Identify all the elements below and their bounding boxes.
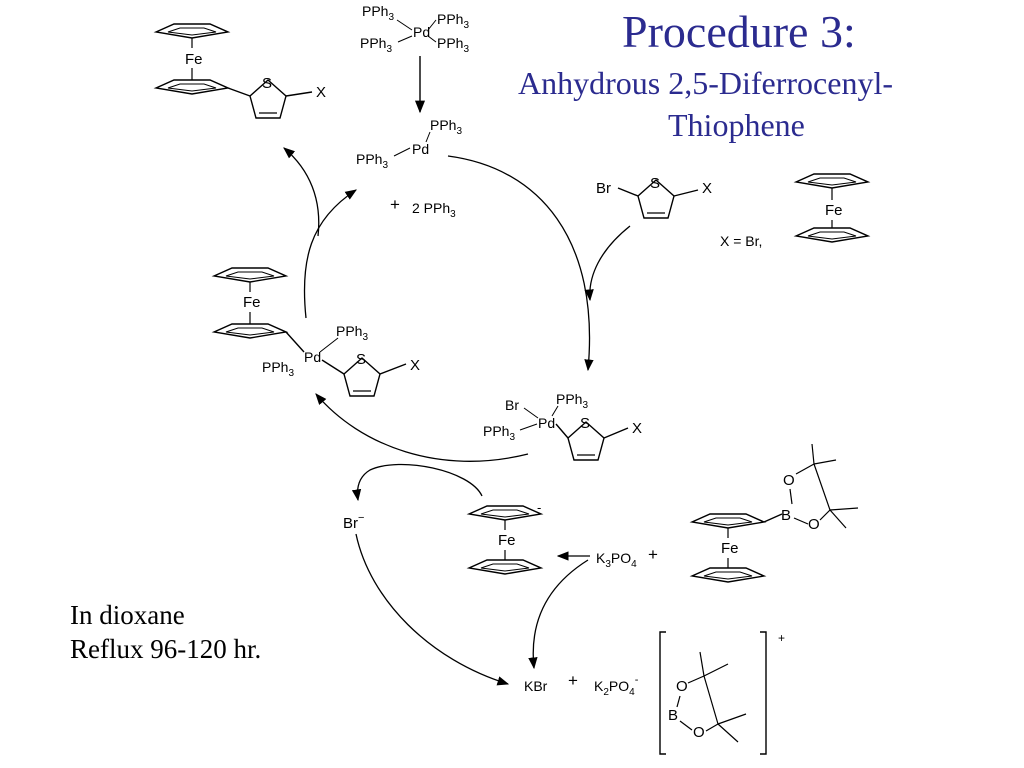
svg-text:Br: Br — [505, 397, 519, 413]
arrow-substrate-in — [584, 225, 631, 302]
svg-text:PPh3: PPh3 — [362, 3, 394, 23]
svg-text:B: B — [781, 507, 791, 524]
svg-text:Fe: Fe — [721, 540, 739, 557]
svg-text:PPh3: PPh3 — [437, 35, 469, 55]
condition-solvent: In dioxane — [70, 600, 185, 630]
svg-text:O: O — [693, 724, 705, 741]
svg-text:Pd: Pd — [412, 141, 429, 157]
svg-text:PPh3: PPh3 — [262, 359, 294, 379]
svg-text:S: S — [650, 175, 660, 192]
svg-text:X: X — [702, 180, 712, 197]
arrow-transmetalation — [315, 393, 529, 462]
plus-kbr: + — [568, 671, 578, 690]
free-ligand: 2 PPh3 — [412, 200, 456, 220]
ferrocenyl-pinacol-boronate: B O O Fe — [691, 443, 859, 583]
svg-text:Pd: Pd — [304, 349, 321, 365]
svg-text:O: O — [676, 678, 688, 695]
product-ferrocenyl-thiophene: Fe S X — [155, 23, 326, 119]
svg-text:PPh3: PPh3 — [483, 423, 515, 443]
svg-text:Fe: Fe — [243, 294, 261, 311]
svg-text:S: S — [356, 351, 366, 368]
svg-text:PPh3: PPh3 — [336, 323, 368, 343]
x-definition: X = Br, — [720, 233, 762, 249]
pd-label: Pd — [413, 24, 430, 40]
svg-text:O: O — [783, 472, 795, 489]
svg-text:B: B — [668, 707, 678, 724]
substrate-bromothiophene: Br S X X = Br, Fe — [596, 173, 869, 249]
svg-text:Fe: Fe — [825, 202, 843, 219]
slide-subtitle-line1: Anhydrous 2,5-Diferrocenyl- — [518, 65, 893, 101]
slide-title: Procedure 3: — [622, 6, 856, 57]
bromide-ion: Br− — [343, 512, 364, 532]
fe-label: Fe — [185, 51, 203, 68]
plus-sign: + — [390, 195, 400, 214]
x-label: X — [316, 84, 326, 101]
pd-bis: PPh3 Pd PPh3 — [356, 117, 462, 171]
svg-text:+: + — [778, 631, 785, 645]
k2po4: K2PO4- — [594, 674, 639, 698]
reaction-conditions: In dioxane Reflux 96-120 hr. — [70, 598, 261, 666]
svg-text:Fe: Fe — [498, 532, 516, 549]
arrow-bromide-to-kbr — [355, 533, 510, 686]
svg-text:X: X — [410, 357, 420, 374]
cycle-arrows — [283, 147, 631, 686]
svg-text:PPh3: PPh3 — [360, 35, 392, 55]
transmetalation-complex: Fe PPh3 Pd PPh3 S X — [213, 267, 420, 397]
svg-text:Pd: Pd — [538, 415, 555, 431]
arrow-kbr-formation — [528, 559, 589, 670]
condition-reflux: Reflux 96-120 hr. — [70, 634, 262, 664]
kbr: KBr — [524, 678, 548, 694]
pd-tetrakis: PPh3 PPh3 Pd PPh3 PPh3 — [360, 3, 469, 55]
svg-text:PPh3: PPh3 — [356, 151, 388, 171]
oxidative-addition-complex: Br PPh3 Pd PPh3 S X — [483, 391, 642, 461]
slide-subtitle-line2: Thiophene — [668, 107, 805, 143]
svg-text:O: O — [808, 516, 820, 533]
arrow-product-release — [283, 147, 320, 237]
svg-text:S: S — [580, 415, 590, 432]
svg-text:-: - — [537, 500, 541, 515]
svg-text:PPh3: PPh3 — [430, 117, 462, 137]
ferrocenyl-anion: - Fe — [468, 500, 542, 575]
plus-k3po4: + — [648, 545, 658, 564]
svg-text:PPh3: PPh3 — [437, 11, 469, 31]
svg-text:Br: Br — [596, 180, 611, 197]
svg-text:PPh3: PPh3 — [556, 391, 588, 411]
s-label: S — [262, 75, 272, 92]
arrow-oxidative-addition — [447, 155, 594, 372]
k3po4: K3PO4 — [596, 550, 637, 570]
svg-text:X: X — [632, 420, 642, 437]
arrow-bromide-release — [351, 463, 483, 502]
arrow-reductive-elimination — [303, 189, 357, 319]
boron-cation-bracket: + O B O — [659, 631, 785, 755]
